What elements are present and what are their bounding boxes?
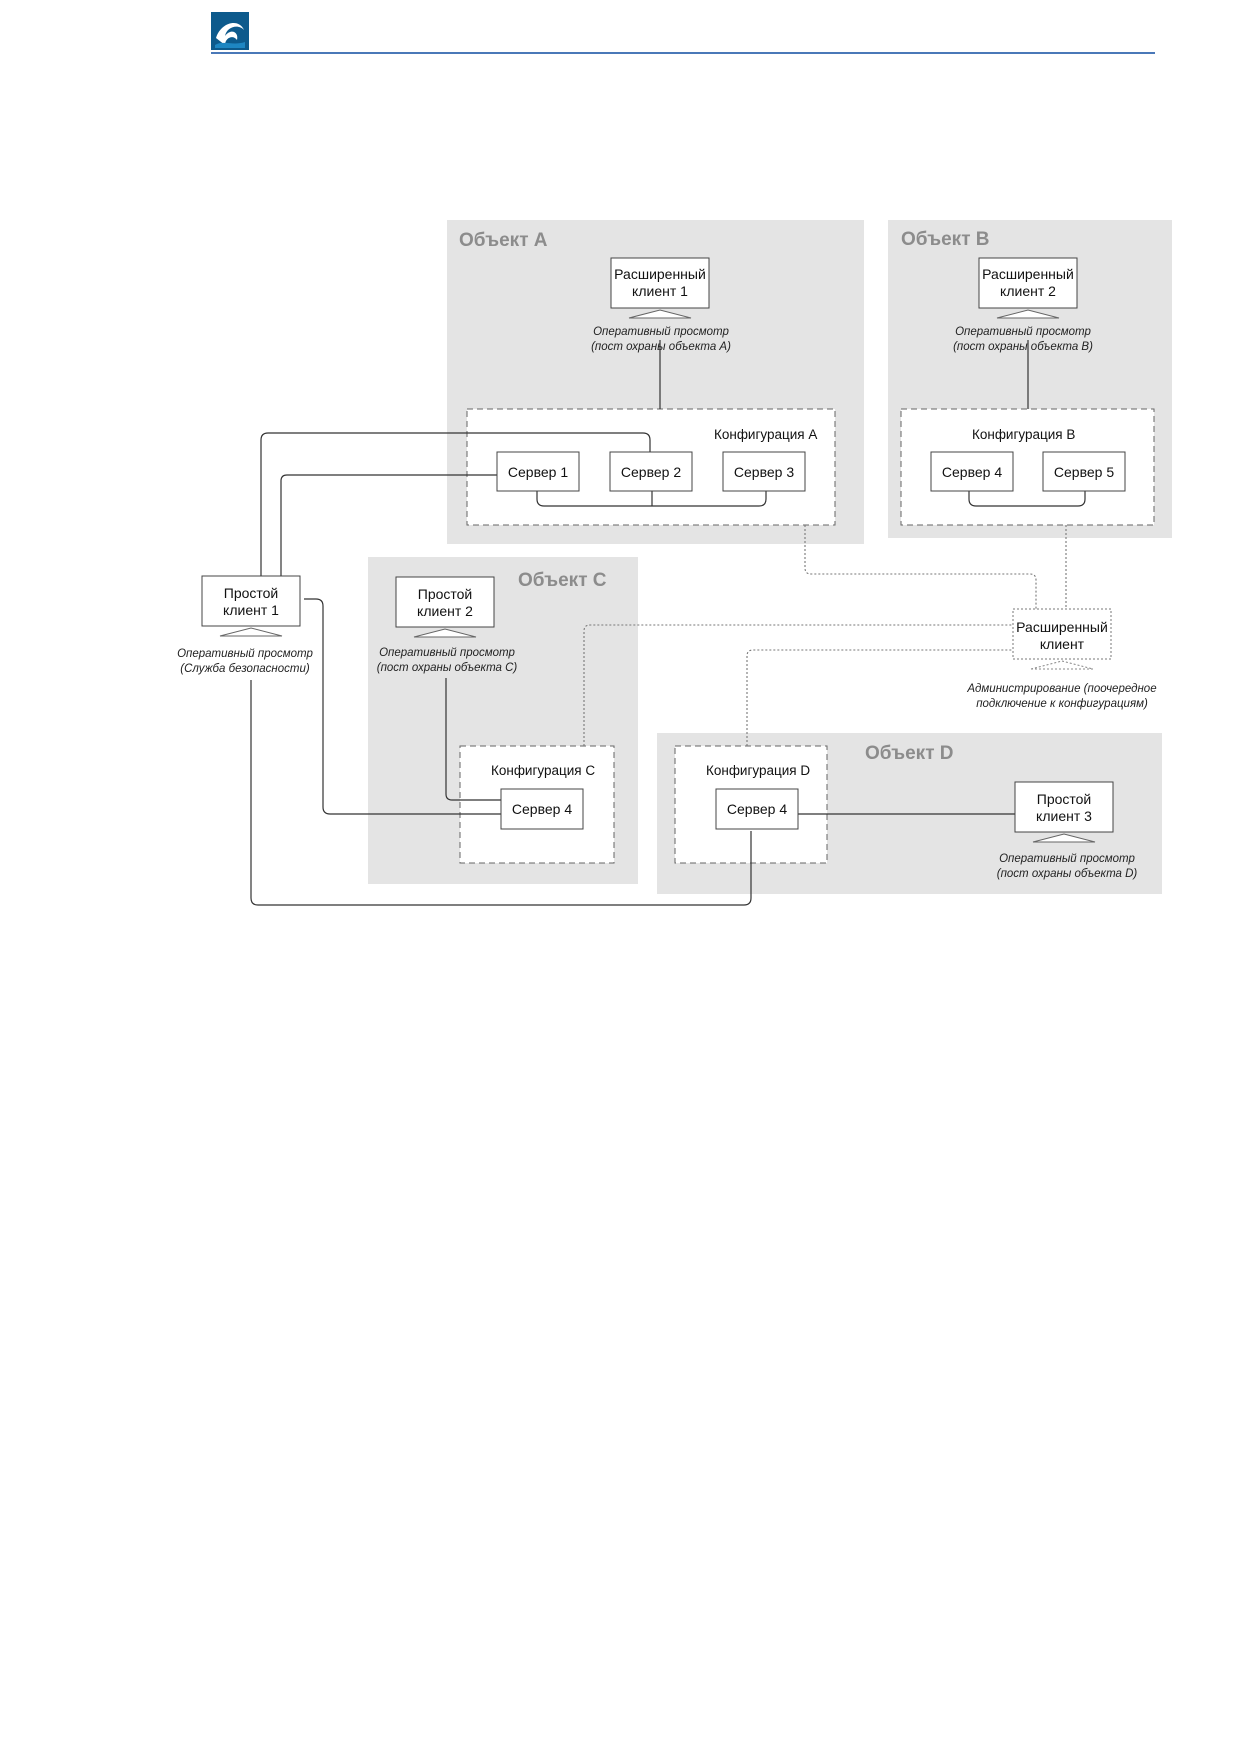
zone-a-title: Объект A — [459, 230, 548, 251]
config-d-label: Конфигурация D — [706, 763, 810, 778]
server-a3[interactable] — [722, 451, 806, 492]
server-a2[interactable] — [609, 451, 693, 492]
simple-client-3-caption2: (пост охраны объекта D) — [997, 868, 1138, 880]
ext-client-1-line1: Расширенный — [614, 266, 706, 282]
simple-client-3-caption1: Оперативный просмотр — [999, 853, 1135, 865]
server-b5[interactable] — [1042, 451, 1126, 492]
config-a-label: Конфигурация A — [714, 427, 817, 442]
simple-client-1-caption1: Оперативный просмотр — [177, 648, 313, 660]
ext-client-admin-line1: Расширенный — [1016, 619, 1108, 635]
simple-client-2-line1: Простой — [418, 586, 473, 602]
ext-client-admin-line2: клиент — [1040, 636, 1085, 652]
simple-client-3-line1: Простой — [1037, 791, 1092, 807]
server-b4-label: Сервер 4 — [942, 464, 1002, 480]
simple-client-2-caption1: Оперативный просмотр — [379, 647, 515, 659]
page-header — [211, 12, 1155, 54]
server-a1-label: Сервер 1 — [508, 464, 568, 480]
simple-client-2-line2: клиент 2 — [417, 603, 473, 619]
ext-client-2-caption2: (пост охраны объекта B) — [953, 341, 1093, 353]
zone-c-title: Объект C — [518, 570, 607, 591]
zone-b-title: Объект B — [901, 229, 990, 250]
ext-client-1-caption1: Оперативный просмотр — [593, 326, 729, 338]
ext-client-2-line2: клиент 2 — [1000, 283, 1056, 299]
monitor-icon-simple1 — [201, 575, 301, 637]
monitor-icon-ext-admin — [1012, 608, 1112, 670]
simple-client-3-line2: клиент 3 — [1036, 808, 1092, 824]
waves-logo-icon — [211, 12, 249, 50]
server-d4[interactable] — [715, 788, 799, 830]
simple-client-2-caption2: (пост охраны объекта C) — [377, 662, 518, 674]
server-c4-label: Сервер 4 — [512, 801, 572, 817]
header-rule — [211, 52, 1155, 54]
server-b4[interactable] — [930, 451, 1014, 492]
simple-client-1-caption2: (Служба безопасности) — [180, 663, 310, 675]
server-b5-label: Сервер 5 — [1054, 464, 1114, 480]
ext-client-2-line1: Расширенный — [982, 266, 1074, 282]
monitor-icon-ext2 — [978, 257, 1078, 319]
ext-client-2-caption1: Оперативный просмотр — [955, 326, 1091, 338]
monitor-icon-simple3 — [1014, 781, 1114, 843]
server-c4[interactable] — [500, 788, 584, 830]
simple-client-1-line1: Простой — [224, 585, 279, 601]
server-a3-label: Сервер 3 — [734, 464, 794, 480]
ext-client-admin-caption2: подключение к конфигурациям) — [976, 698, 1148, 710]
config-b-label: Конфигурация B — [972, 427, 1075, 442]
config-c-label: Конфигурация C — [491, 763, 595, 778]
simple-client-1-line2: клиент 1 — [223, 602, 279, 618]
server-a1[interactable] — [496, 451, 580, 492]
server-a2-label: Сервер 2 — [621, 464, 681, 480]
monitor-icon-ext1 — [610, 257, 710, 319]
zone-d-title: Объект D — [865, 743, 954, 764]
monitor-icon-simple2 — [395, 576, 495, 638]
server-d4-label: Сервер 4 — [727, 801, 787, 817]
solid-connections — [250, 340, 1086, 906]
ext-client-admin-caption1: Администрирование (поочередное — [966, 683, 1156, 695]
dotted-connections — [583, 525, 1067, 746]
ext-client-1-line2: клиент 1 — [632, 283, 688, 299]
ext-client-1-caption2: (пост охраны объекта A) — [591, 341, 731, 353]
